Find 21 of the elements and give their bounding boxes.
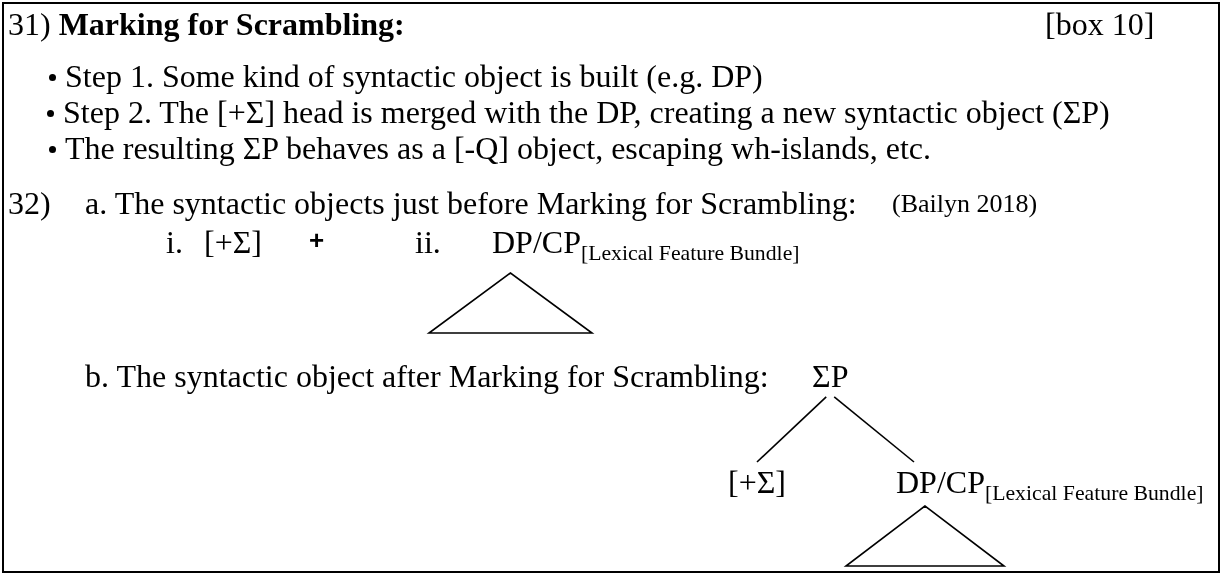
item-marker: i.	[166, 224, 183, 261]
feature-label: [+Σ]	[204, 224, 262, 261]
tree-branch	[833, 396, 915, 463]
heading: 31) Marking for Scrambling:	[8, 6, 405, 43]
example-number: 32)	[8, 185, 51, 222]
citation: (Bailyn 2018)	[892, 189, 1038, 219]
bullet-text: Step 2. The [+Σ] head is merged with the DP, creating a new syntactic object (ΣP)	[63, 94, 1110, 131]
tree-node-label: ΣP	[812, 358, 849, 395]
tree-branch	[756, 396, 827, 463]
tree-node-label: [+Σ]	[728, 464, 786, 501]
plus-sign: +	[309, 226, 325, 256]
example-text: a. The syntactic objects just before Marking for Scrambling:	[85, 185, 857, 222]
example-text: b. The syntactic object after Marking for Scrambling:	[85, 358, 769, 395]
tree-node-label: DP/CP$_{[Lexical Feature Bundle]}$	[896, 464, 1204, 506]
tree-node-label: DP/CP$_{[Lexical Feature Bundle]}$	[492, 224, 800, 266]
tree-triangle	[845, 505, 1005, 567]
bullet-text: Step 1. Some kind of syntactic object is built (e.g. DP)	[65, 58, 763, 95]
tree-triangle	[428, 272, 593, 334]
box-number: [box 10]	[1045, 6, 1155, 43]
item-marker: ii.	[415, 224, 441, 261]
bullet-text: The resulting ΣP behaves as a [-Q] object, escaping wh-islands, etc.	[65, 130, 932, 167]
